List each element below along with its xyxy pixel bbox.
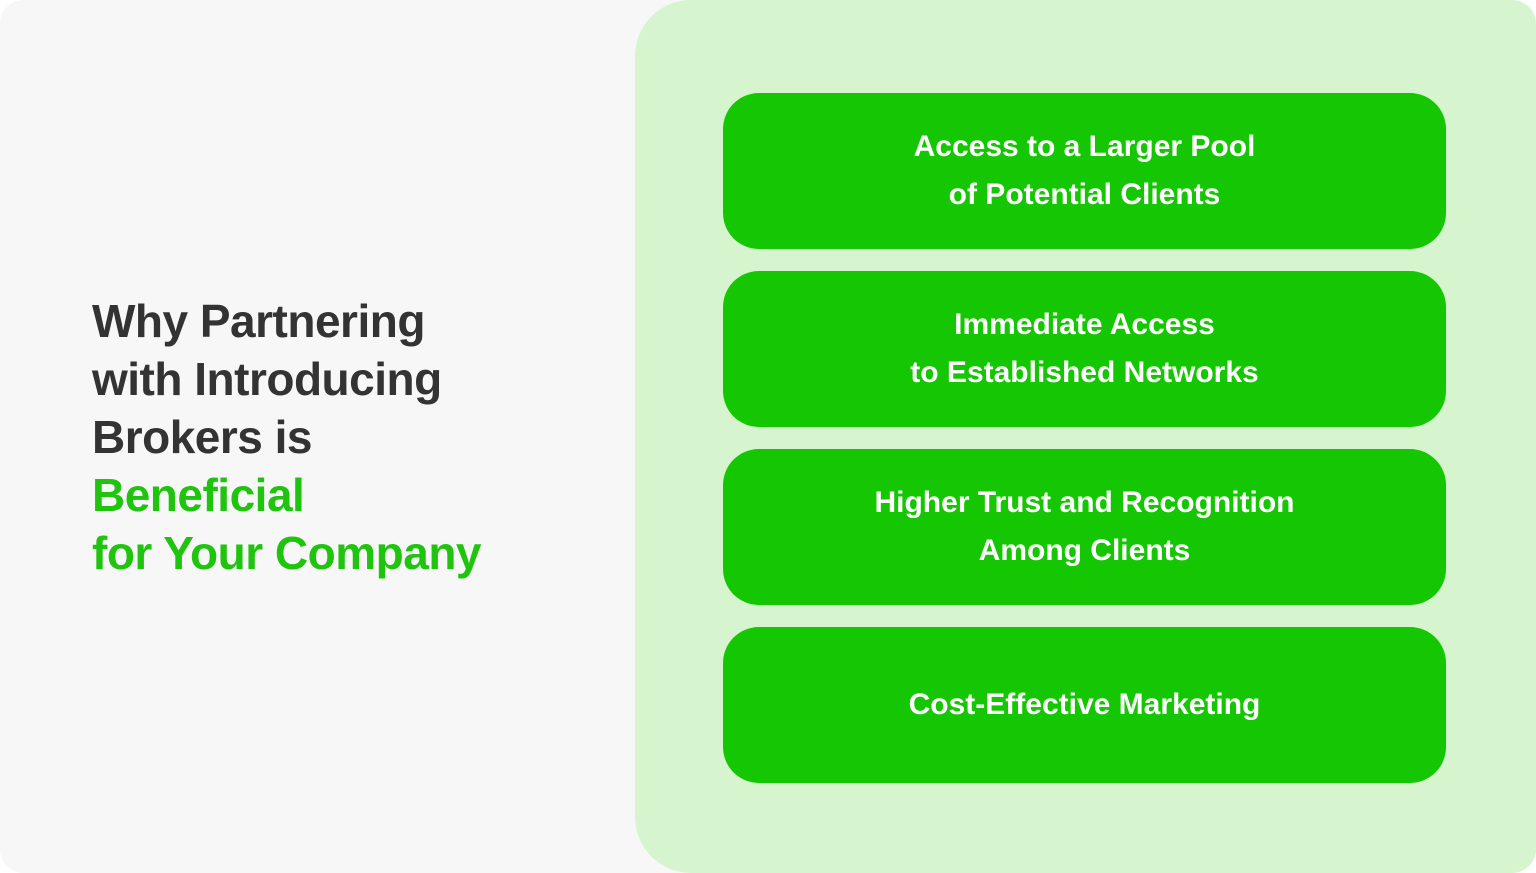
title-line-green-1: Beneficial — [92, 468, 305, 521]
benefit-card-larger-pool: Access to a Larger Pool of Potential Cli… — [723, 93, 1446, 249]
benefit-card-label: Cost-Effective Marketing — [908, 688, 1261, 721]
title-line-dark-2: with Introducing — [92, 352, 442, 405]
title-line-dark-3: Brokers is — [92, 410, 313, 463]
benefit-card-cost-effective: Cost-Effective Marketing — [723, 627, 1446, 783]
benefit-card-label: Access to a Larger Pool — [913, 130, 1256, 163]
benefits-panel: Access to a Larger Pool of Potential Cli… — [635, 0, 1536, 873]
benefit-card-label: to Established Networks — [910, 356, 1259, 389]
benefit-card-label: of Potential Clients — [948, 178, 1221, 211]
benefit-card-label: Immediate Access — [954, 308, 1215, 341]
title-line-dark-1: Why Partnering — [92, 294, 425, 347]
benefit-card-label: Among Clients — [978, 534, 1191, 567]
title-pane: Why Partnering with Introducing Brokers … — [0, 0, 635, 873]
title-line-green-2: for Your Company — [92, 526, 482, 579]
benefit-card-established-networks: Immediate Access to Established Networks — [723, 271, 1446, 427]
page-title: Why Partnering with Introducing Brokers … — [0, 292, 482, 582]
benefit-card-label: Higher Trust and Recognition — [874, 486, 1295, 519]
benefit-card-trust-recognition: Higher Trust and Recognition Among Clien… — [723, 449, 1446, 605]
